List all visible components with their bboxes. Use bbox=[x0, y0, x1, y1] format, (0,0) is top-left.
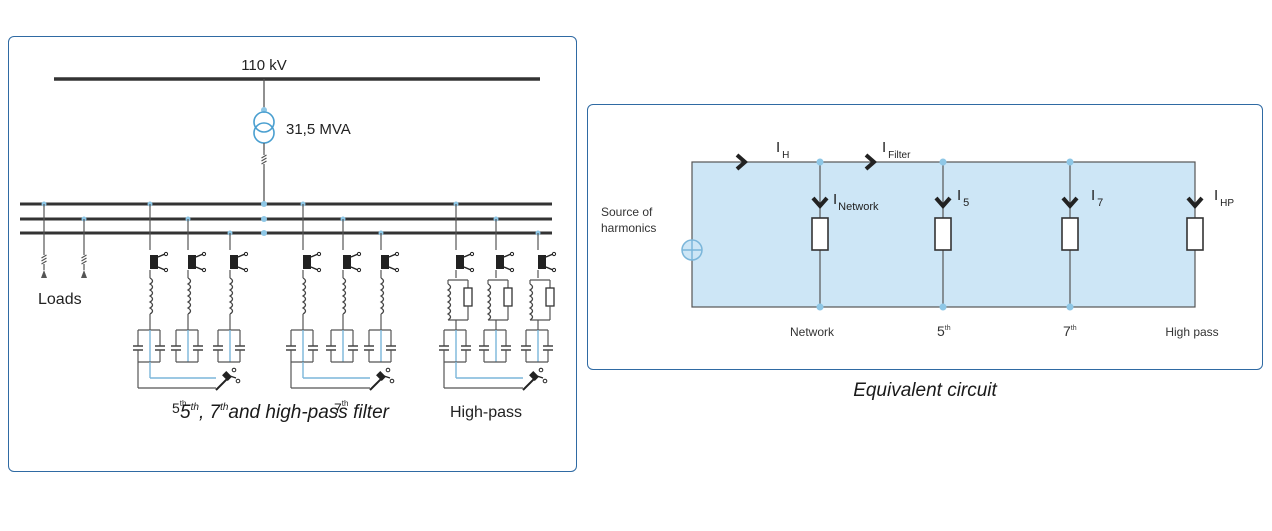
fifth-filter-switch-icon bbox=[149, 251, 169, 273]
i5-label-base: I bbox=[957, 187, 961, 204]
highpass-resistor-icon bbox=[503, 287, 513, 307]
seventh-capacitor-icon bbox=[347, 345, 359, 351]
seventh-filter-switch-icon bbox=[380, 251, 400, 273]
fifth-capacitor-icon bbox=[192, 345, 204, 351]
left-caption: 5th, 7thand high-pass filter bbox=[0, 402, 569, 424]
seventh-impedance bbox=[1061, 217, 1079, 251]
right-caption: Equivalent circuit bbox=[853, 380, 997, 401]
fifth-impedance bbox=[934, 217, 952, 251]
fifth-capacitor-icon bbox=[234, 345, 246, 351]
ih-label-sub: H bbox=[782, 150, 789, 161]
network-impedance bbox=[811, 217, 829, 251]
highpass-filter-switch-icon bbox=[495, 251, 515, 273]
highpass-reactor-icon bbox=[447, 283, 452, 321]
seventh-reactor-icon bbox=[380, 277, 385, 315]
caption-a-base: 5 bbox=[180, 402, 191, 423]
highpass-branch-label: High pass bbox=[1165, 325, 1218, 339]
i7-label-sub: 7 bbox=[1097, 197, 1103, 209]
fifth-filter-label: 5th bbox=[172, 399, 186, 416]
fifth-capacitor-icon bbox=[170, 345, 182, 351]
seventh-filter-switch-icon bbox=[302, 251, 322, 273]
seventh-branch-label-base: 7 bbox=[1063, 323, 1071, 339]
seventh-filter-label-base: 7 bbox=[334, 400, 342, 416]
highpass-impedance bbox=[1186, 217, 1204, 251]
caption-rest: and high-pass filter bbox=[228, 402, 389, 423]
ihp-label-sub: HP bbox=[1220, 198, 1234, 209]
fifth-branch-label: 5th bbox=[937, 323, 951, 339]
fifth-capacitor-icon bbox=[132, 345, 144, 351]
loads-label: Loads bbox=[38, 291, 82, 308]
fifth-capacitor-icon bbox=[212, 345, 224, 351]
highpass-capacitor-icon bbox=[542, 345, 554, 351]
caption-b-sup: th bbox=[220, 402, 229, 413]
inetwork-label-base: I bbox=[833, 191, 837, 208]
caption-b-base: 7 bbox=[209, 402, 221, 423]
fifth-branch-label-base: 5 bbox=[937, 323, 945, 339]
fifth-filter-label-sup: th bbox=[180, 399, 187, 408]
ifilter-label-sub: Filter bbox=[888, 150, 911, 161]
single-line-diagram-panel bbox=[8, 36, 577, 472]
inetwork-label-sub: Network bbox=[838, 201, 879, 213]
load-feeders bbox=[40, 201, 88, 278]
highpass-capacitor-icon bbox=[478, 345, 490, 351]
transformer-label: 31,5 MVA bbox=[286, 121, 351, 138]
network-branch-label: Network bbox=[790, 325, 835, 339]
i7-label-base: I bbox=[1091, 187, 1095, 204]
fifth-filter-switch-icon bbox=[229, 251, 249, 273]
ifilter-label-base: I bbox=[882, 139, 886, 156]
highpass-reactor-icon bbox=[487, 283, 492, 321]
fifth-filter-switch-icon bbox=[187, 251, 207, 273]
fifth-filter-label-base: 5 bbox=[172, 400, 180, 416]
highpass-resistor-icon bbox=[463, 287, 473, 307]
inetwork-label: INetwork bbox=[833, 191, 879, 213]
seventh-neutral-switch-icon bbox=[369, 367, 395, 391]
highpass-reactor-icon bbox=[529, 283, 534, 321]
seventh-capacitor-icon bbox=[385, 345, 397, 351]
caption-a-sup: th bbox=[190, 402, 199, 413]
ih-label-base: I bbox=[776, 139, 780, 156]
fifth-neutral-switch-icon bbox=[215, 367, 241, 391]
fifth-reactor-icon bbox=[229, 277, 234, 315]
seventh-filter-label-sup: th bbox=[342, 399, 349, 408]
fifth-reactor-icon bbox=[149, 277, 154, 315]
seventh-filter-label: 7th bbox=[334, 399, 348, 416]
source-label-line2: harmonics bbox=[601, 221, 656, 235]
highpass-filter-switch-icon bbox=[455, 251, 475, 273]
highpass-filter-switch-icon bbox=[537, 251, 557, 273]
i5-label-sub: 5 bbox=[963, 197, 969, 209]
fifth-capacitor-icon bbox=[154, 345, 166, 351]
transformer-icon bbox=[253, 79, 275, 204]
highpass-capacitor-icon bbox=[520, 345, 532, 351]
ihp-label-base: I bbox=[1214, 187, 1218, 204]
seventh-branch-label-sup: th bbox=[1071, 325, 1077, 332]
fifth-reactor-icon bbox=[187, 277, 192, 315]
seventh-filter-switch-icon bbox=[342, 251, 362, 273]
caption-sep: , bbox=[198, 402, 210, 423]
seventh-capacitor-icon bbox=[363, 345, 375, 351]
highpass-neutral-switch-icon bbox=[522, 367, 548, 391]
seventh-capacitor-icon bbox=[325, 345, 337, 351]
seventh-reactor-icon bbox=[342, 277, 347, 315]
highpass-resistor-icon bbox=[545, 287, 555, 307]
seventh-capacitor-icon bbox=[285, 345, 297, 351]
highpass-capacitor-icon bbox=[500, 345, 512, 351]
highpass-capacitor-icon bbox=[460, 345, 472, 351]
seventh-reactor-icon bbox=[302, 277, 307, 315]
fifth-branch-label-sup: th bbox=[945, 325, 951, 332]
highpass-filter-label: High-pass bbox=[450, 404, 522, 421]
source-label-line1: Source of bbox=[601, 205, 653, 219]
mv-busbars bbox=[20, 201, 552, 236]
seventh-branch-label: 7th bbox=[1063, 323, 1077, 339]
equivalent-circuit bbox=[681, 153, 1204, 311]
seventh-capacitor-icon bbox=[307, 345, 319, 351]
filter-groups bbox=[132, 201, 557, 391]
voltage-label: 110 kV bbox=[241, 57, 287, 74]
highpass-capacitor-icon bbox=[438, 345, 450, 351]
